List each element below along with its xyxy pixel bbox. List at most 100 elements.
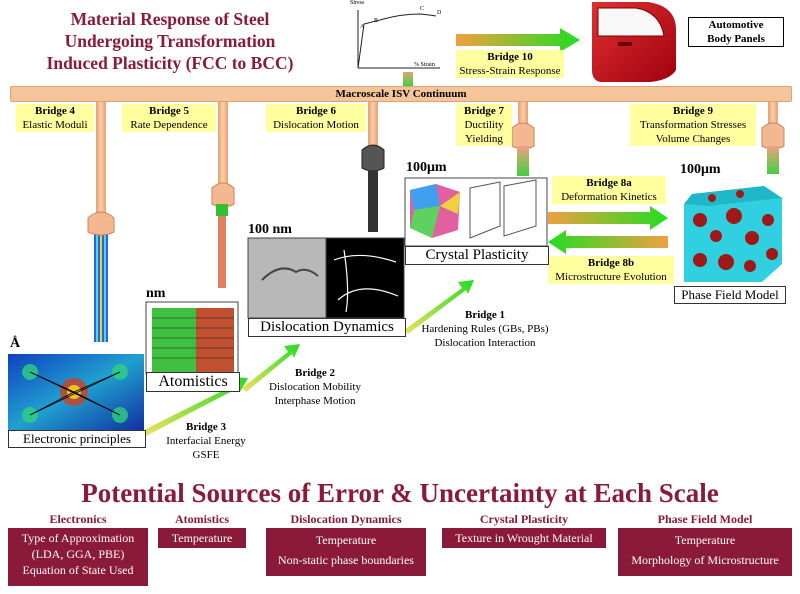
arrow-bridge-8b [548,230,668,254]
bridge-2-line-2: Interphase Motion [274,395,356,407]
errors-crystal-title: Crystal Plasticity [479,512,569,526]
errors-electronics-box: Type of Approximation (LDA, GGA, PBE) Eq… [8,528,148,586]
bridge-4-title: Bridge 4 [34,105,76,117]
plot-point-b: B [374,18,379,24]
errors-crystal-box: Texture in Wrought Material [442,528,606,548]
bridge-5-label: Bridge 5 Rate Dependence [122,104,216,132]
errors-phasefield-item-1: Temperature [674,533,736,547]
bridge-7-line-2: Yielding [465,133,503,145]
bridge-8b-title: Bridge 8b [587,257,635,269]
atomistics-image [145,301,239,375]
arrow-bridge-8a [548,206,668,230]
errors-atomistics-item-1: Temperature [171,531,233,545]
errors-electronics-item-2: (LDA, GGA, PBE) [31,547,125,561]
bridge-2-line-1: Dislocation Mobility [269,381,361,393]
bridge-2-label: Bridge 2 Dislocation Mobility Interphase… [252,366,378,408]
pipe-bridge-4 [87,100,115,342]
car-door-image [592,2,676,82]
errors-crystal-item-1: Texture in Wrought Material [455,531,593,545]
scale-unit-dislocation: 100 nm [248,222,292,237]
bridge-4-label: Bridge 4 Elastic Moduli [16,104,94,132]
arrow-bridge-2 [242,344,300,392]
bridge-8a-line-1: Deformation Kinetics [561,191,657,203]
dislocation-images [247,237,405,319]
bridge-6-title: Bridge 6 [295,105,337,117]
dislocation-dynamics-label: Dislocation Dynamics [248,318,406,337]
bridge-5-line-1: Rate Dependence [130,119,208,131]
bridge-8b-line-1: Microstructure Evolution [555,271,667,283]
bridge-5-title: Bridge 5 [148,105,190,117]
errors-phasefield-title: Phase Field Model [657,512,753,526]
bridge-4-line-1: Elastic Moduli [22,119,88,131]
bridge-10-line-1: Stress-Strain Response [459,65,561,77]
bridge-1-line-1: Hardening Rules (GBs, PBs) [421,323,549,335]
bridge-7-label: Bridge 7 Ductility Yielding [456,104,512,146]
automotive-line-1: Automotive [708,19,764,31]
pipe-bridge-5 [211,100,235,288]
bridge-9-title: Bridge 9 [672,105,714,117]
bridge-9-line-2: Volume Changes [655,133,731,145]
errors-atomistics-title: Atomistics [175,512,229,526]
pipe-bridge-6 [361,100,385,232]
diagram-title: Material Response of Steel Undergoing Tr… [20,8,320,74]
errors-phasefield-box: Temperature Morphology of Microstructure [618,528,792,576]
bridge-1-line-2: Dislocation Interaction [434,337,536,349]
automotive-line-2: Body Panels [707,33,765,45]
bridge-9-label: Bridge 9 Transformation Stresses Volume … [630,104,756,146]
bridge-1-title: Bridge 1 [464,309,506,321]
bridge-6-label: Bridge 6 Dislocation Motion [266,104,366,132]
bridge-3-line-2: GSFE [192,449,220,461]
phase-field-image [684,186,782,282]
plot-point-d: D [437,10,442,16]
errors-electronics-item-3: Equation of State Used [22,563,134,577]
bridge-8b-label: Bridge 8b Microstructure Evolution [548,256,674,284]
bridge-8a-title: Bridge 8a [586,177,632,189]
bridge-10-title: Bridge 10 [487,51,533,63]
errors-dislocation-item-2: Non-static phase boundaries [278,553,414,567]
plot-point-c: C [420,6,425,12]
scale-unit-electronic: Å [10,336,21,351]
automotive-panels-label: Automotive Body Panels [688,17,784,47]
errors-electronics-title: Electronics [49,512,107,526]
plot-xlabel: % Strain [414,62,435,68]
pipe-bridge-7 [511,100,535,176]
bridge-3-label: Bridge 3 Interfacial Energy GSFE [150,420,262,462]
atomistics-label: Atomistics [146,372,240,392]
bridge-7-title: Bridge 7 [463,105,505,117]
plot-point-a: A [360,24,365,30]
arrow-bridge-10 [456,28,580,52]
bridge-1-label: Bridge 1 Hardening Rules (GBs, PBs) Disl… [410,308,560,350]
title-line-1: Material Response of Steel [70,9,270,29]
errors-electronics-item-1: Type of Approximation [21,531,135,545]
scale-unit-crystal: 100μm [406,160,447,175]
arrow-bridge-1 [404,280,474,334]
bridge-3-line-1: Interfacial Energy [166,435,246,447]
errors-phasefield-item-2: Morphology of Microstructure [631,553,779,567]
errors-dislocation-item-1: Temperature [315,533,377,547]
title-line-3: Induced Plasticity (FCC to BCC) [46,53,294,73]
errors-heading: Potential Sources of Error & Uncertainty… [81,478,719,508]
errors-atomistics-box: Temperature [158,528,246,548]
scale-unit-phasefield: 100μm [680,162,721,177]
crystal-plasticity-image [404,177,548,247]
bridge-6-line-1: Dislocation Motion [273,119,359,131]
electronic-structure-image [8,354,144,430]
plot-ylabel: Stress [350,0,365,6]
scale-unit-atomistics: nm [146,286,166,301]
stress-strain-plot [346,2,446,72]
errors-dislocation-box: Temperature Non-static phase boundaries [266,528,426,576]
bridge-2-title: Bridge 2 [294,367,336,379]
macroscale-continuum-bar: Macroscale ISV Continuum [10,86,792,102]
bridge-10-label: Bridge 10 Stress-Strain Response [456,50,564,78]
crystal-plasticity-label: Crystal Plasticity [405,246,549,265]
pipe-bridge-9 [761,100,785,174]
bridge-7-line-1: Ductility [464,119,504,131]
bridge-8a-label: Bridge 8a Deformation Kinetics [552,176,666,204]
errors-dislocation-title: Dislocation Dynamics [290,512,402,526]
bridge-9-line-1: Transformation Stresses [639,119,747,131]
phase-field-model-label: Phase Field Model [674,286,786,304]
title-line-2: Undergoing Transformation [64,31,276,51]
electronic-principles-label: Electronic principles [8,430,146,448]
bridge-3-title: Bridge 3 [185,421,227,433]
